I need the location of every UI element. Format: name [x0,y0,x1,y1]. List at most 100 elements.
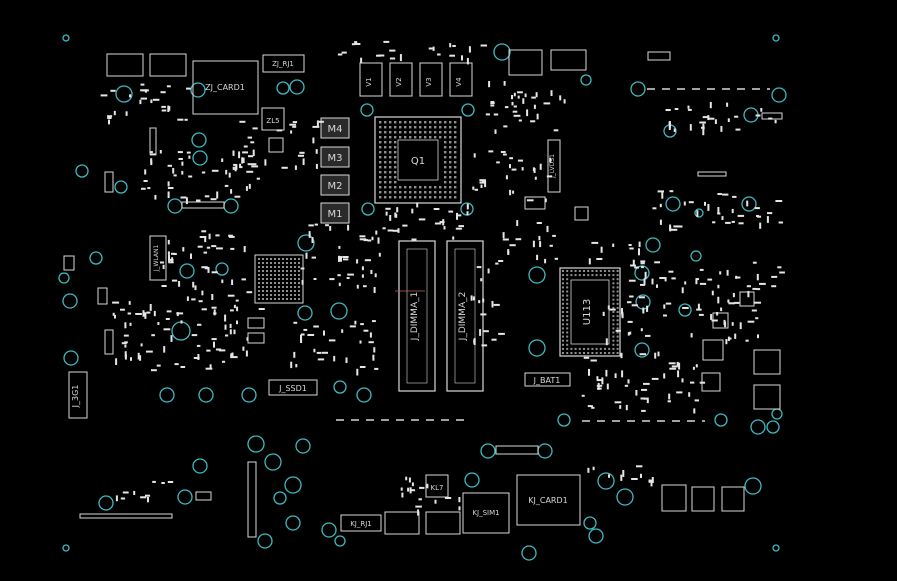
bga-ball [562,282,564,285]
smd-pad [638,248,640,256]
smd-pad [315,163,318,169]
smd-pad [771,285,777,288]
smd-pad [690,381,695,384]
smd-pad [252,149,255,156]
smd-pad [663,373,666,379]
smd-pad [699,381,706,384]
smd-pad [235,299,239,302]
smd-pad [311,256,316,259]
smd-pad [697,303,700,310]
smd-pad [461,55,463,61]
bga-ball [384,191,387,194]
smd-pad [337,53,343,56]
smd-pad [328,339,336,342]
bga-ball [384,186,387,189]
j-wlan1-connector: J_WLAN1 [149,235,167,281]
smd-pad [695,278,699,281]
bga-ball [612,331,615,334]
smd-pad [484,180,487,188]
smd-pad [708,117,715,120]
smd-pad [295,364,298,368]
bga-ball [270,298,272,300]
smd-pad [228,235,235,238]
smd-pad [756,288,761,291]
bga-ball [562,323,564,326]
smd-pad [124,354,127,360]
bga-ball [282,298,284,300]
smd-pad [596,258,603,260]
smd-pad [754,301,761,304]
smd-pad [590,359,597,362]
smd-pad [293,351,296,358]
bga-ball [394,151,397,154]
via-ring [772,544,780,552]
bga-ball [258,274,260,276]
via-ring [356,387,372,403]
bga-ball [270,262,272,264]
smd-pad [229,323,232,329]
bga-ball [266,274,268,276]
smd-pad [162,264,165,270]
smd-pad [717,296,720,304]
bga-ball [562,335,564,338]
via-ring [678,303,692,317]
smd-pad [204,236,207,243]
q1-label: Q1 [411,156,425,167]
bga-ball [449,166,452,169]
bga-ball [266,294,268,296]
bga-ball [616,335,619,338]
smd-pad [276,129,283,132]
bga-ball [294,262,296,264]
smd-pad [701,126,705,129]
via-ring [634,265,650,281]
via-ring [190,82,206,98]
bga-ball [429,121,432,124]
smd-pad [354,41,358,44]
bga-ball [429,126,432,129]
smd-pad [127,312,132,315]
smd-pad [759,222,762,229]
bga-ball [566,270,569,272]
smd-pad [671,365,678,368]
smd-pad [676,361,679,367]
bga-ball [270,270,272,272]
bga-ball [394,196,397,199]
smd-pad [591,406,595,409]
bga-ball [612,323,615,326]
smd-pad [361,266,364,271]
bga-ball [298,262,300,264]
smd-pad [725,221,731,224]
bga-ball [562,302,564,305]
via-ring [62,544,70,552]
bga-ball [294,286,296,288]
smd-pad [495,262,499,265]
smd-pad [728,337,732,340]
smd-pad [712,221,716,224]
bga-ball [290,286,292,288]
smd-pad [300,267,305,270]
via-ring [297,234,315,252]
smd-pad [676,391,683,394]
bga-ball [444,191,447,194]
bga-ball [439,126,442,129]
smd-pad [139,355,142,361]
smd-pad [757,334,759,339]
bga-ball [282,286,284,288]
smd-pad [359,340,362,344]
smd-pad [192,281,195,288]
smd-pad [378,252,381,257]
smd-pad [756,273,759,281]
smd-pad [678,362,681,370]
smd-pad [639,296,645,299]
smd-pad [233,163,237,166]
smd-pad [726,102,729,107]
smd-pad [356,284,359,289]
smd-pad [329,225,332,231]
smd-pad [153,310,156,317]
smd-pad [494,129,497,134]
smd-pad [709,102,712,109]
bga-ball [409,196,412,199]
smd-pad [247,136,252,139]
bga-ball [399,186,402,189]
smd-pad [113,110,116,116]
